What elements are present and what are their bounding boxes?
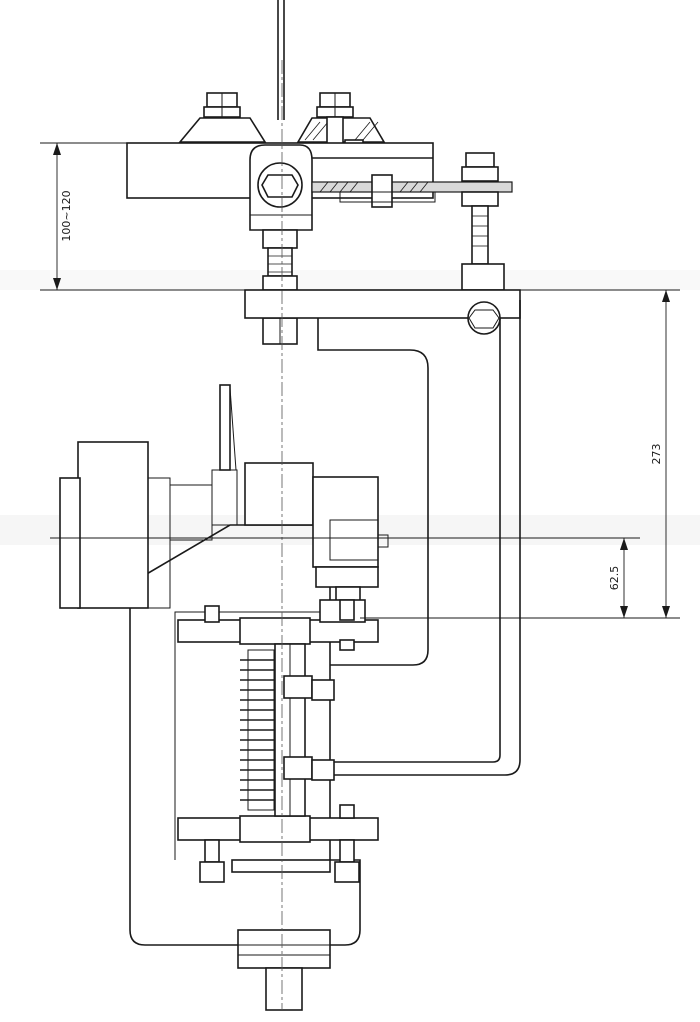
dimension-height-label: 273 — [650, 444, 663, 465]
rail-clamp-assembly — [126, 0, 513, 345]
clamp-stud-left — [199, 605, 225, 883]
clamp-bolt-upper — [283, 675, 335, 701]
clamp-stud-right — [334, 599, 360, 883]
dimension-offset: 62.5 — [50, 537, 640, 618]
dimension-height: 273 — [360, 289, 680, 619]
dimension-offset-label: 62.5 — [608, 566, 621, 591]
top-nut-right — [316, 92, 354, 118]
clamp-bolt-lower — [283, 756, 335, 781]
lower-body — [59, 384, 389, 1011]
c-frame-bracket — [244, 289, 521, 776]
dimension-gap-label: 100~120 — [60, 190, 73, 241]
dimension-gap: 100~120 — [40, 142, 520, 291]
side-block-left — [59, 441, 238, 609]
heat-sink — [240, 649, 275, 811]
solenoid-body — [312, 476, 389, 602]
center-hanger-bolt — [262, 229, 298, 345]
top-nut-left — [203, 92, 241, 118]
adjusting-rod-right — [461, 152, 505, 291]
contact-wire-section — [274, 643, 306, 817]
